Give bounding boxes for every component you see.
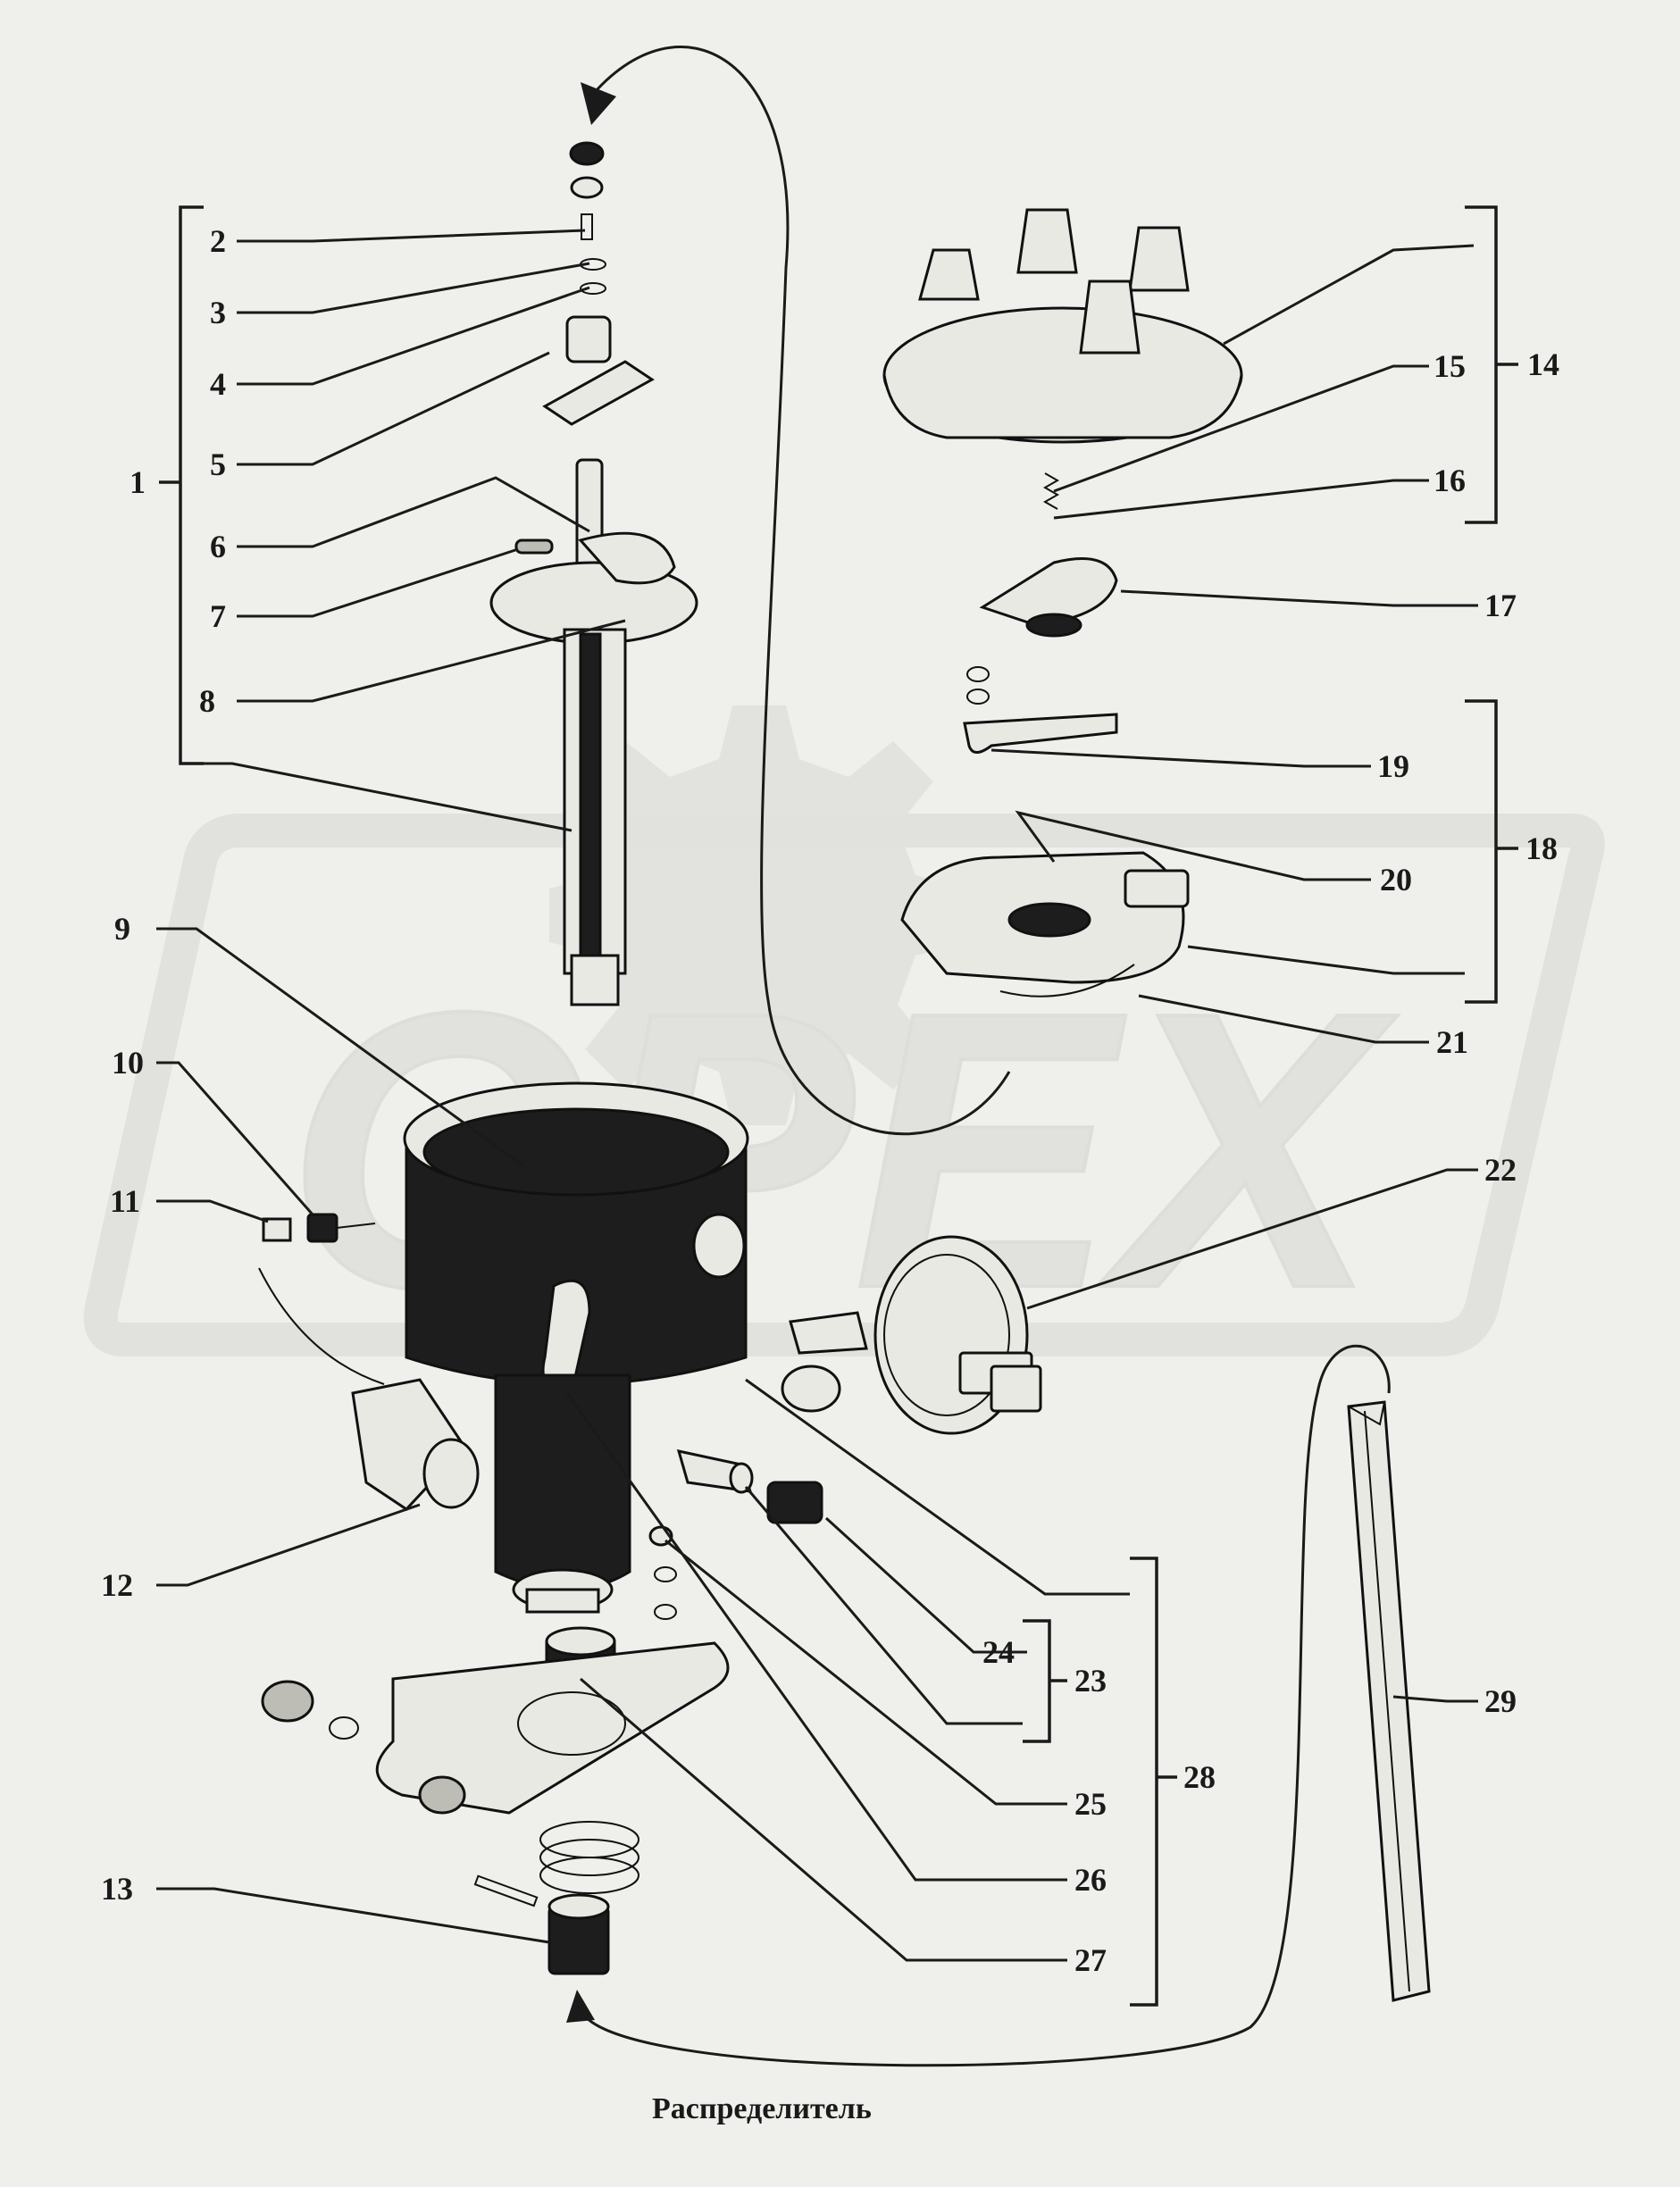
callout-20: 20 [1380, 862, 1412, 897]
base-plate [261, 1641, 730, 1975]
callout-19: 19 [1377, 748, 1409, 784]
callout-29: 29 [1484, 1683, 1517, 1719]
cap-nut-top [569, 141, 605, 166]
callout-22: 22 [1484, 1152, 1517, 1188]
callout-24: 24 [982, 1634, 1015, 1670]
callout-18: 18 [1525, 831, 1558, 866]
callout-2: 2 [210, 223, 226, 259]
bracket-14 [1465, 205, 1518, 524]
callout-23: 23 [1074, 1663, 1107, 1699]
callout-15: 15 [1433, 348, 1466, 384]
leader-lines [156, 229, 1478, 1962]
group-brackets [159, 205, 1518, 2007]
bracket-28 [1130, 1557, 1177, 2007]
left-small-parts [258, 1213, 480, 1511]
callout-4: 4 [210, 366, 226, 402]
figure-caption: Распределитель [652, 2092, 872, 2125]
tower-3 [1128, 226, 1190, 292]
tower-4 [1079, 280, 1141, 355]
vacuum-link [1124, 869, 1190, 908]
callout-16: 16 [1433, 463, 1466, 498]
callout-21: 21 [1436, 1024, 1468, 1060]
callout-3: 3 [210, 295, 226, 330]
callout-labels: 1 2 3 4 5 6 7 8 9 10 11 12 13 14 15 16 1… [101, 223, 1559, 1978]
pin-13 [473, 1874, 539, 1907]
arrow-head-bottom [566, 1990, 595, 2023]
tower-1 [918, 248, 980, 301]
weight-6 [578, 531, 676, 585]
callout-5: 5 [210, 447, 226, 482]
callout-25: 25 [1074, 1786, 1107, 1822]
callout-9: 9 [114, 911, 130, 947]
spring-15 [1042, 472, 1060, 510]
breaker-arm-19 [963, 713, 1118, 754]
bracket-23 [1023, 1619, 1067, 1743]
shaft-assembly [489, 141, 698, 1006]
housing-port [692, 1213, 746, 1279]
callout-13: 13 [101, 1871, 133, 1907]
bracket-18 [1465, 699, 1518, 1004]
screw-2 [581, 213, 593, 240]
washer-4 [580, 282, 606, 295]
callout-14: 14 [1527, 346, 1559, 382]
watermark-logo: OPEX [83, 705, 1605, 1372]
callout-26: 26 [1074, 1862, 1107, 1898]
watermark-gear-icon [549, 705, 969, 1125]
small-parts-23-24 [648, 1449, 823, 1620]
distributor-housing [403, 1081, 749, 1694]
callout-7: 7 [210, 598, 226, 634]
callout-11: 11 [110, 1183, 140, 1219]
callout-12: 12 [101, 1567, 133, 1603]
arrow-head-top [581, 82, 616, 125]
vacuum-unit-22 [781, 1235, 1042, 1435]
watermark-frame [83, 814, 1605, 1356]
bracket-1 [159, 205, 204, 765]
cam-5 [565, 315, 612, 363]
tower-2 [1016, 208, 1078, 274]
callout-1: 1 [130, 464, 146, 500]
callout-10: 10 [112, 1045, 144, 1081]
transfer-arrows [566, 46, 1391, 2067]
callout-6: 6 [210, 529, 226, 564]
knob-24 [766, 1481, 823, 1524]
callout-8: 8 [199, 683, 215, 719]
spring-7 [514, 538, 554, 555]
cap-assembly [882, 208, 1243, 998]
callout-27: 27 [1074, 1942, 1107, 1978]
callout-28: 28 [1183, 1759, 1216, 1795]
callout-17: 17 [1484, 588, 1517, 623]
drive-rod-29 [1347, 1400, 1431, 2002]
clip-11 [262, 1217, 292, 1242]
washer-18a [966, 666, 990, 682]
terminal-10 [306, 1213, 339, 1243]
